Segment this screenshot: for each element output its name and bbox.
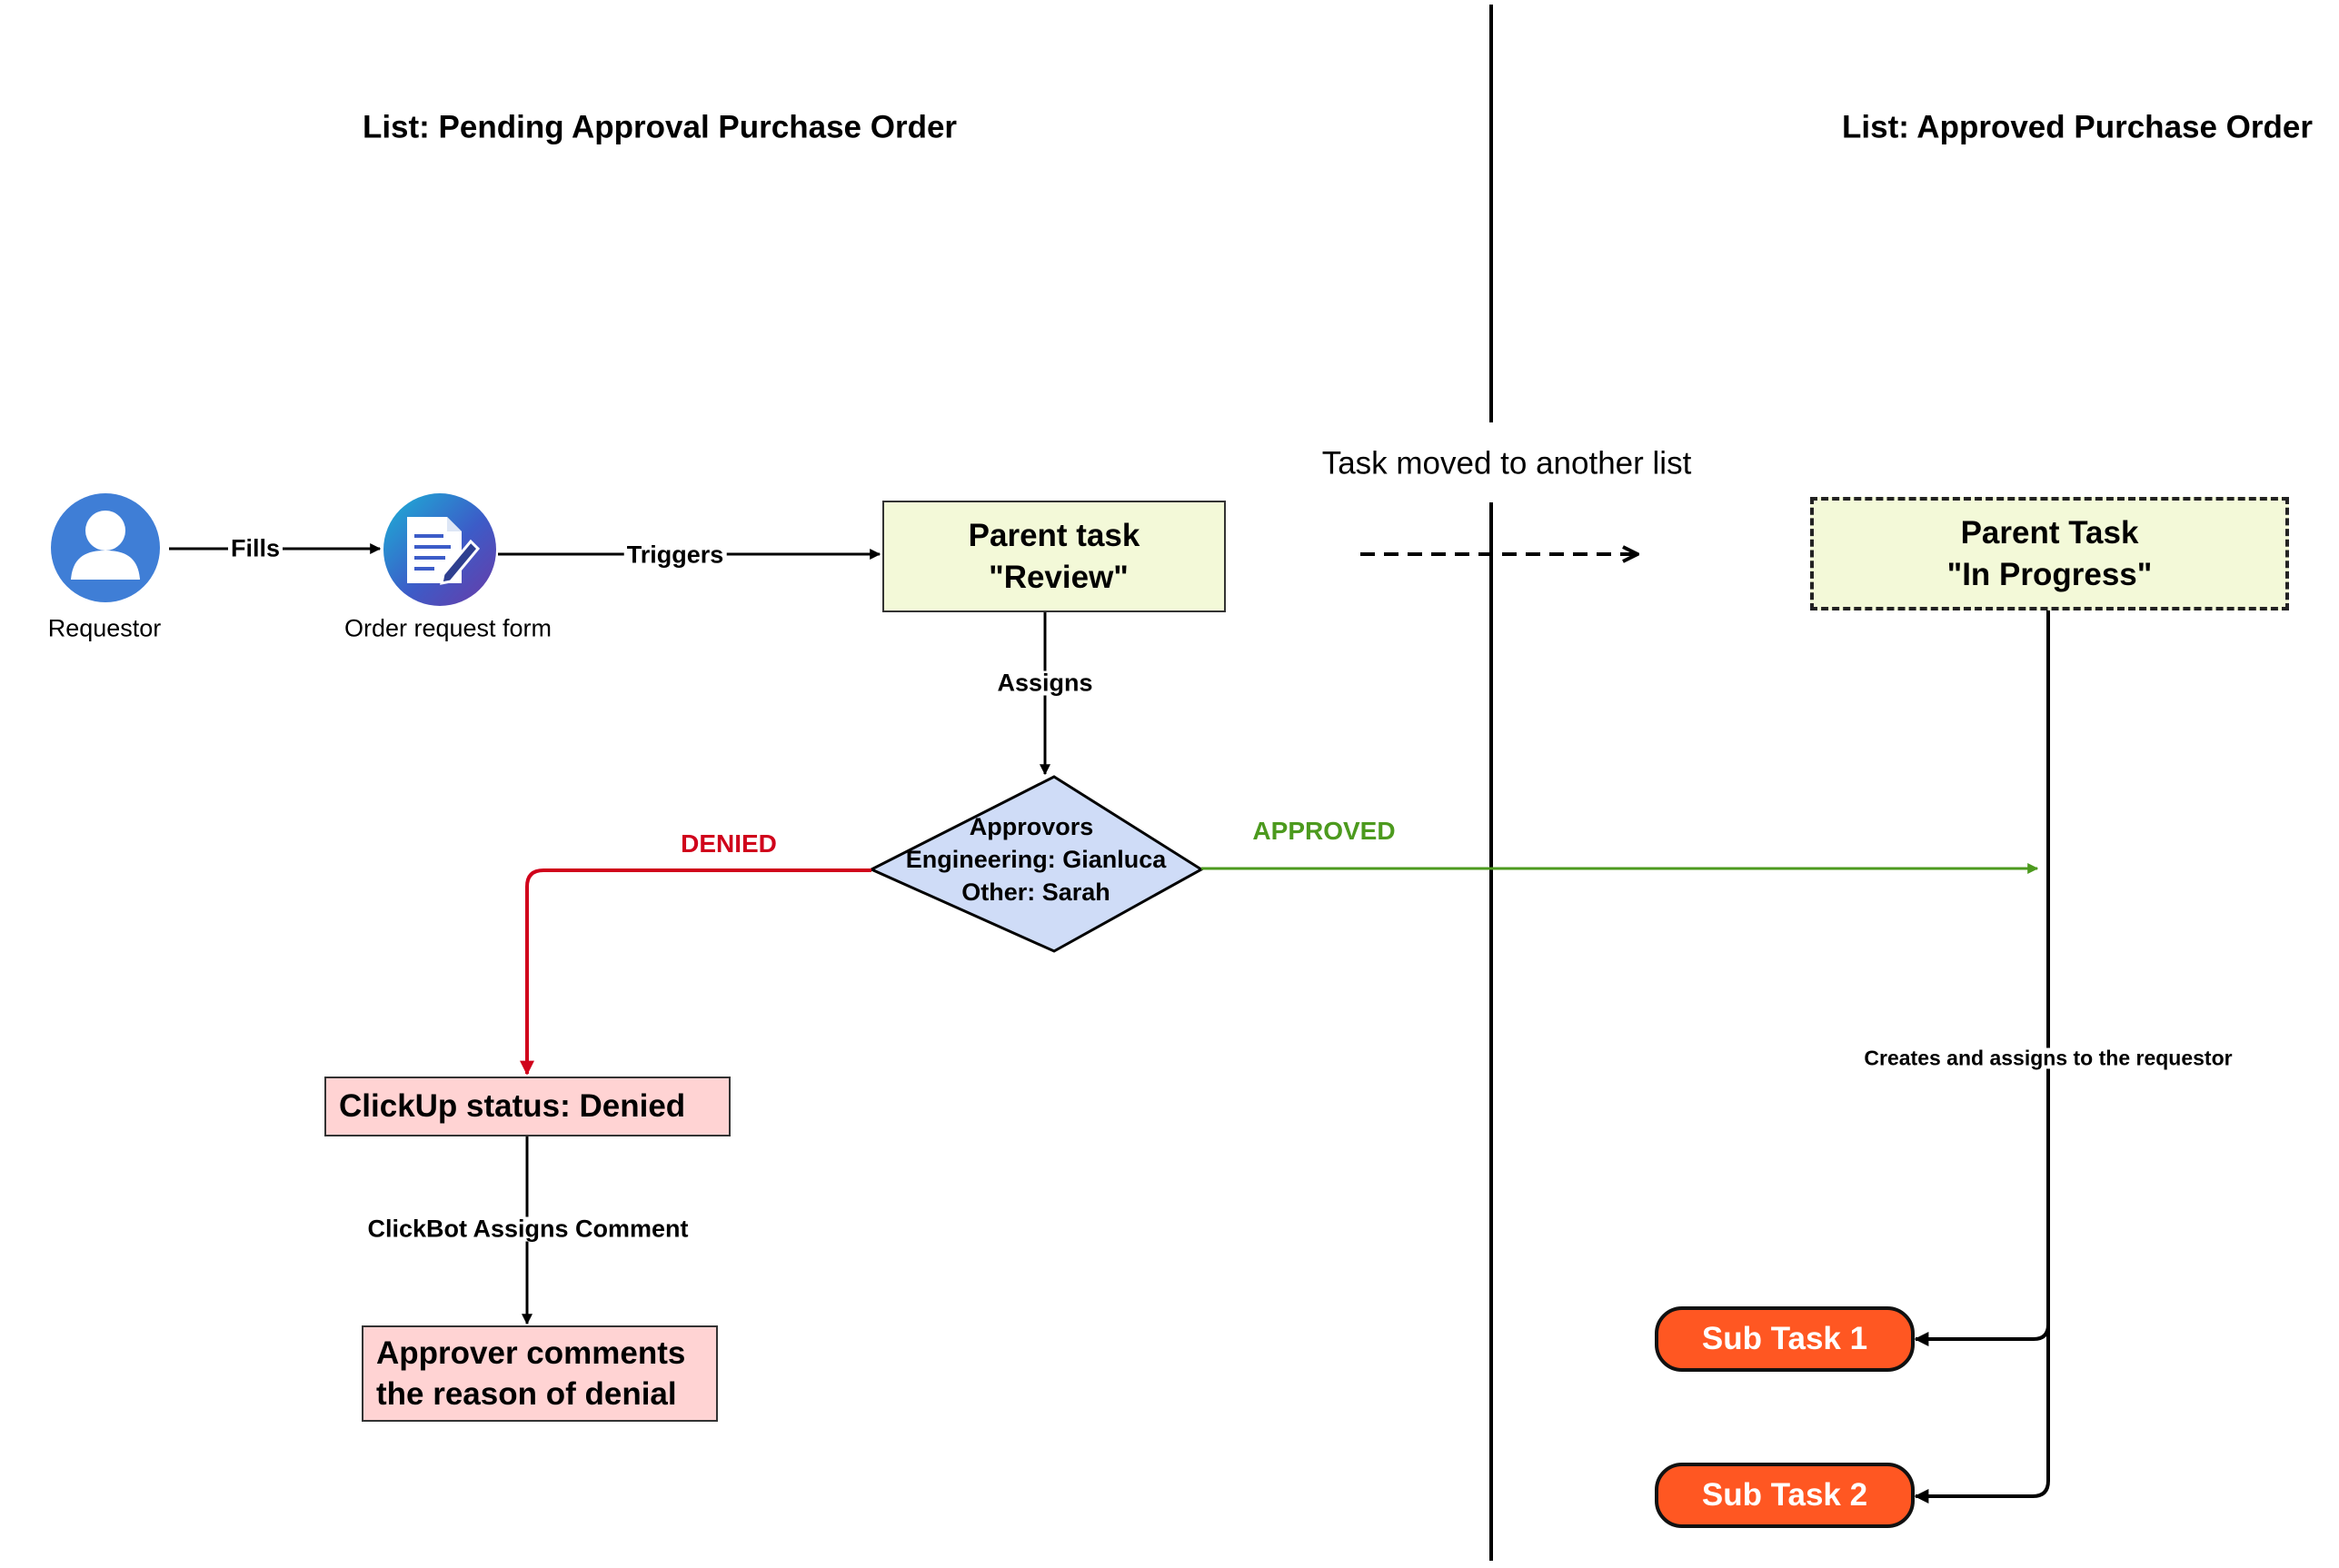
edge-label-clickbot: ClickBot Assigns Comment — [364, 1216, 692, 1242]
parent-task-in-progress-line1: Parent Task — [1960, 515, 2139, 551]
parent-task-review-line2: "Review" — [989, 559, 1129, 595]
edge-denied — [520, 868, 871, 1076]
requestor-label: Requestor — [47, 614, 162, 642]
approvers-line1: Approvors — [969, 813, 1094, 841]
edge-label-triggers: Triggers — [623, 542, 727, 568]
parent-task-review-line1: Parent task — [968, 518, 1140, 553]
approver-comments: Approver comments the reason of denial — [362, 1325, 718, 1422]
clickup-status-denied-label: ClickUp status: Denied — [339, 1088, 686, 1125]
sub-task-2-label: Sub Task 2 — [1701, 1477, 1868, 1513]
order-form-label: Order request form — [343, 614, 552, 642]
parent-task-in-progress-line2: "In Progress" — [1946, 556, 2153, 592]
approvers-line2: Engineering: Gianluca — [905, 846, 1167, 874]
approver-comments-line1: Approver comments — [376, 1335, 686, 1371]
lane-title-approved: List: Approved Purchase Order — [1842, 109, 2313, 145]
edge-label-creates: Creates and assigns to the requestor — [1861, 1047, 2235, 1069]
edge-sub-task-1 — [1914, 1324, 2050, 1346]
sub-task-2: Sub Task 2 — [1655, 1463, 1915, 1528]
lane-title-pending: List: Pending Approval Purchase Order — [362, 109, 958, 145]
parent-task-review: Parent task "Review" — [882, 501, 1226, 612]
sub-task-1-label: Sub Task 1 — [1701, 1321, 1868, 1357]
document-edit-icon — [383, 493, 496, 606]
edge-label-fills: Fills — [227, 536, 284, 561]
parent-task-in-progress: Parent Task "In Progress" — [1810, 497, 2289, 610]
edge-label-task-moved: Task moved to another list — [1321, 445, 1692, 481]
approvers-decision: Approvors Engineering: Gianluca Other: S… — [906, 811, 1167, 909]
edge-sub-task-2 — [1914, 1325, 2050, 1503]
approvers-decision-shape — [868, 775, 1204, 953]
sub-task-1: Sub Task 1 — [1655, 1306, 1915, 1372]
edge-label-denied: DENIED — [681, 829, 777, 858]
approvers-line3: Other: Sarah — [961, 878, 1110, 906]
edge-label-assigns: Assigns — [994, 670, 1096, 696]
edge-label-approved: APPROVED — [1252, 817, 1396, 845]
user-avatar-icon — [51, 493, 160, 602]
approver-comments-line2: the reason of denial — [376, 1376, 677, 1412]
clickup-status-denied: ClickUp status: Denied — [324, 1077, 731, 1136]
